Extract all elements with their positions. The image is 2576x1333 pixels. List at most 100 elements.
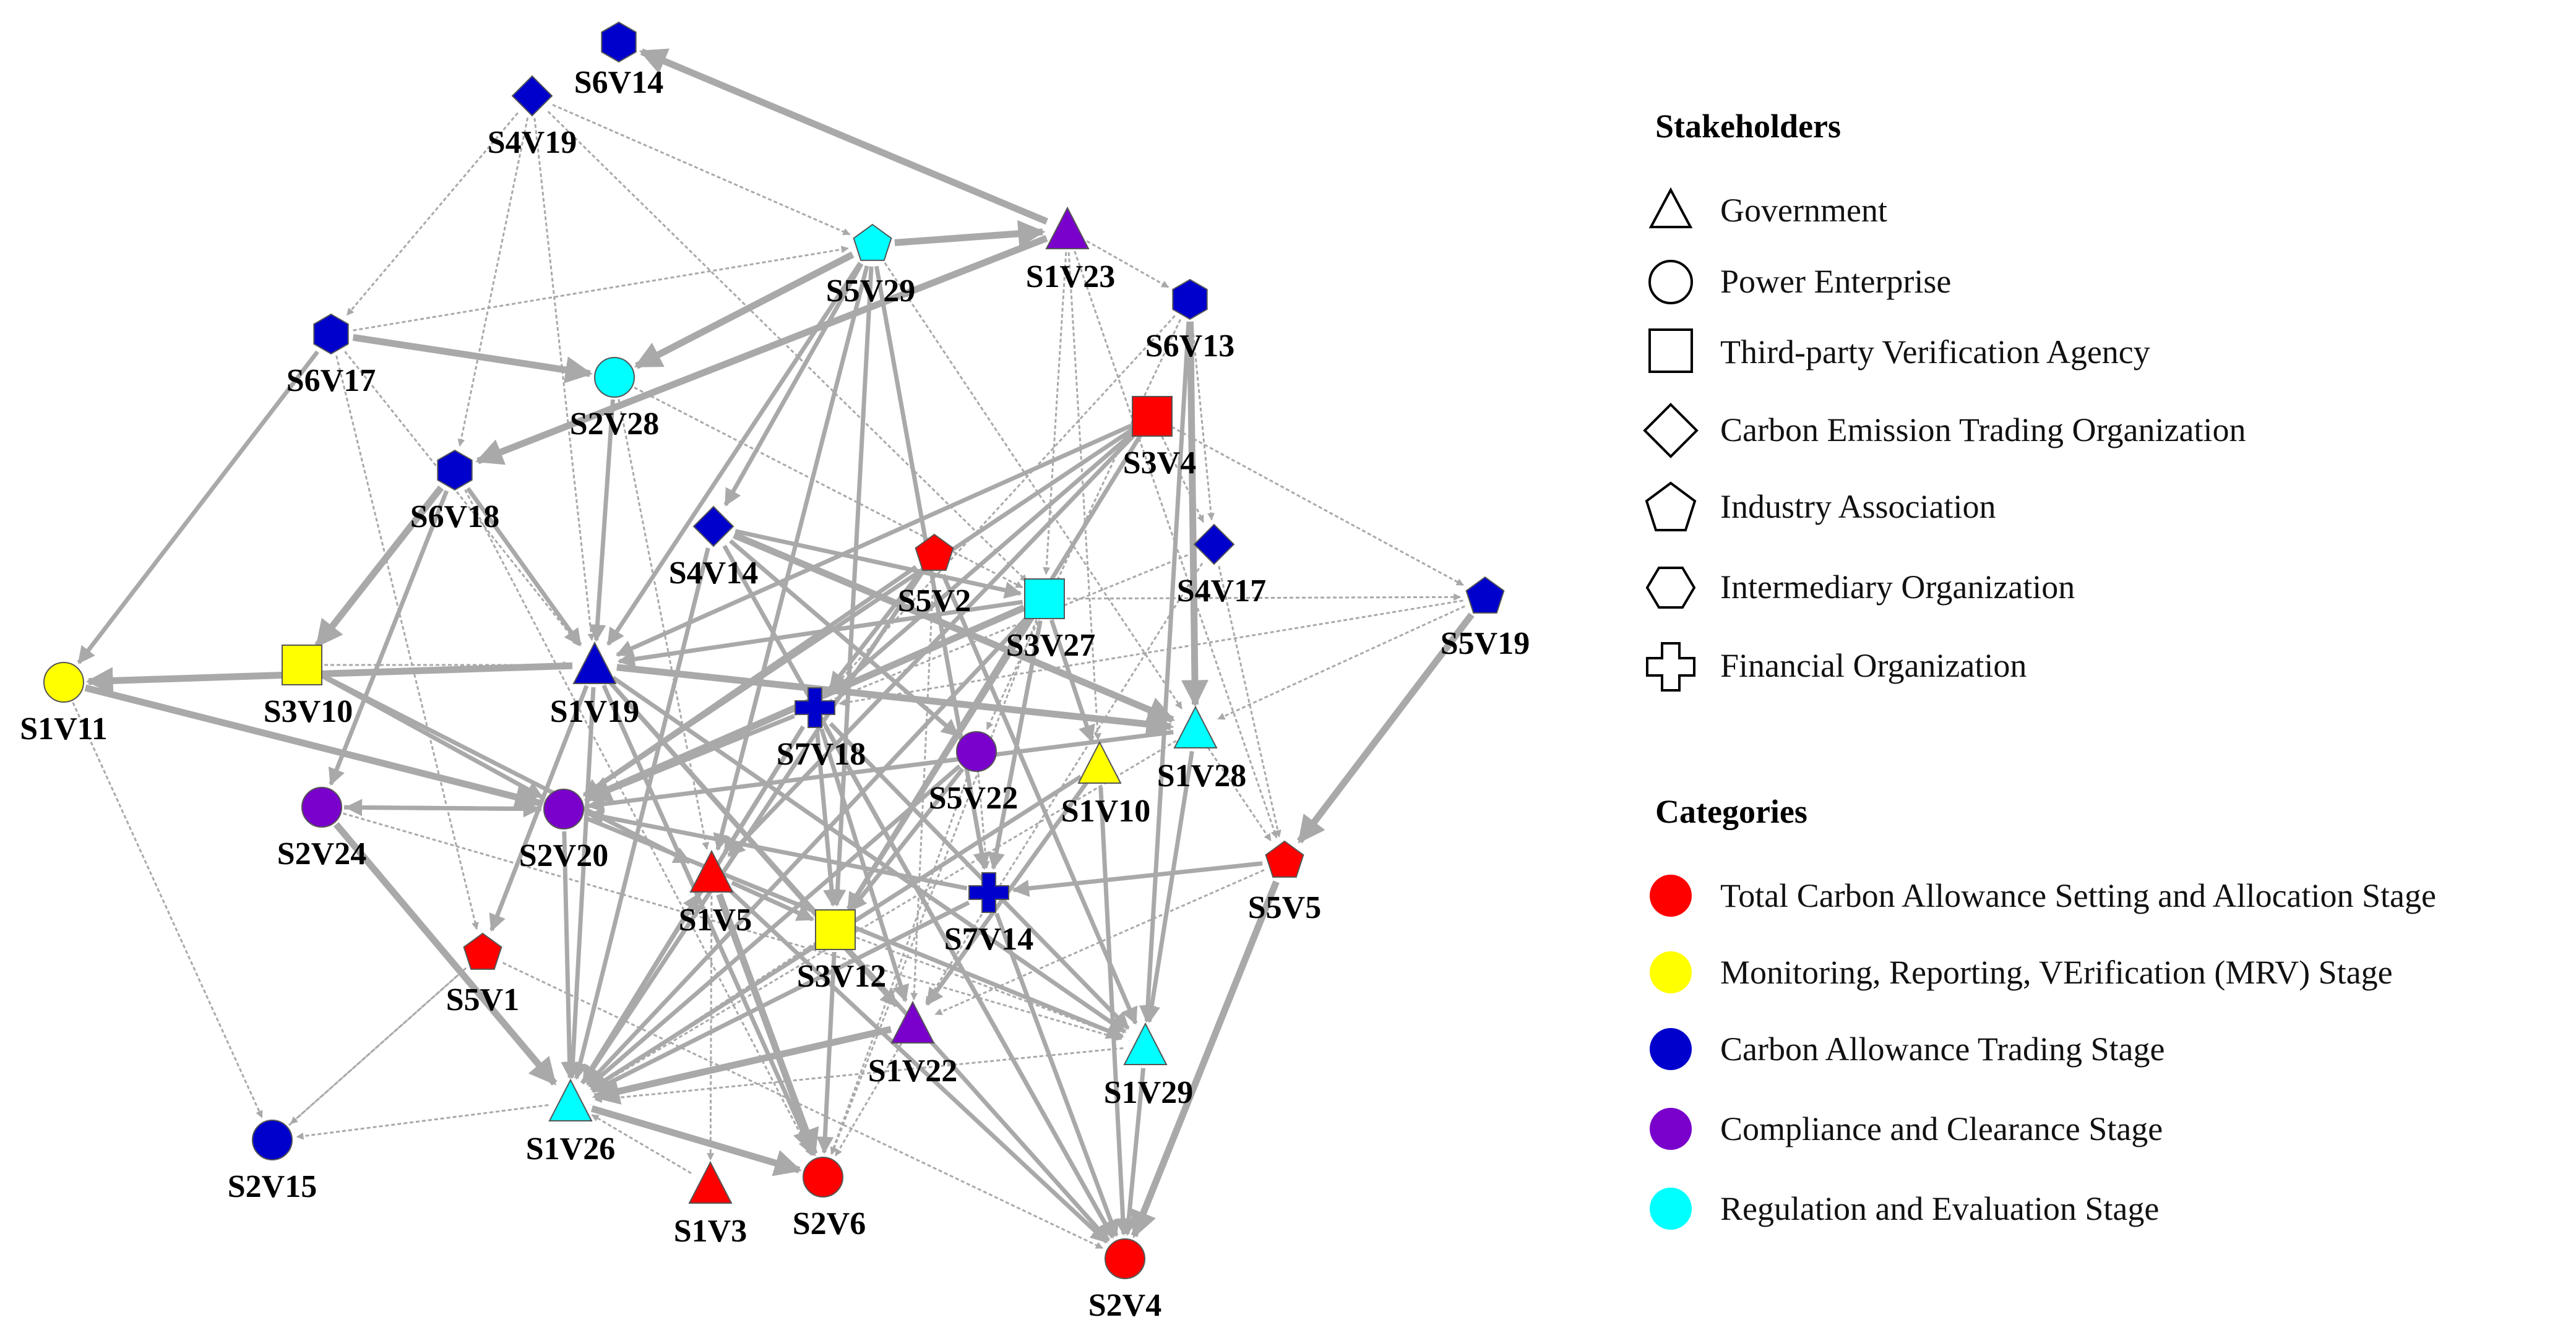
node-label: S5V19 <box>1441 626 1530 661</box>
edge-S5V2-S1V29 <box>941 573 1138 1025</box>
node-label: S3V12 <box>797 959 886 994</box>
circle-node-icon <box>252 1120 293 1160</box>
legend-item-intermediary-organization: Intermediary Organization <box>1645 567 2075 609</box>
triangle-node-icon <box>890 1000 935 1044</box>
node-label: S1V10 <box>1061 794 1150 829</box>
legend-label-verification-agency: Third-party Verification Agency <box>1720 333 2150 371</box>
edge-S1V28-S5V5 <box>1207 747 1272 841</box>
edge-S1V19-S1V11 <box>85 662 573 695</box>
pentagon-node-icon <box>463 932 502 970</box>
diamond-node-icon <box>692 505 734 547</box>
edge-S6V17-S1V11 <box>77 350 319 664</box>
edge-S7V18-S2V20 <box>585 714 795 802</box>
legend-item-industry-association: Industry Association <box>1645 481 1996 531</box>
legend-yellow-dot-icon <box>1650 951 1692 993</box>
edge-S7V14-S2V4 <box>994 912 1119 1238</box>
edge-S1V28-S1V19 <box>618 664 1174 728</box>
edge-S4V19-S1V19 <box>533 118 595 641</box>
edge-S1V29-S2V4 <box>1120 1068 1146 1236</box>
node-label: S5V5 <box>1248 890 1321 925</box>
legend-label-intermediary-organization: Intermediary Organization <box>1720 568 2075 606</box>
diamond-node-icon <box>511 75 553 117</box>
legend-category-2: Monitoring, Reporting, VErification (MRV… <box>1650 951 2393 993</box>
node-label: S1V3 <box>674 1214 747 1249</box>
node-label: S1V5 <box>679 902 752 938</box>
hexagon-node-icon <box>313 313 349 355</box>
legend-stakeholders: Stakeholders Government Power Enterprise… <box>1643 108 2246 692</box>
edge-S4V17-S1V22 <box>925 562 1204 1005</box>
triangle-node-icon <box>1173 705 1218 748</box>
triangle-node-icon <box>572 641 617 684</box>
edge-S6V17-S1V19 <box>344 351 580 646</box>
node-S2V6: S2V6 <box>793 1157 866 1241</box>
node-label: S2V20 <box>519 838 608 873</box>
node-label: S1V23 <box>1026 259 1115 294</box>
hexagon-node-icon <box>1172 278 1208 320</box>
pentagon-node-icon <box>1465 576 1505 614</box>
edge-S1V23-S1V10 <box>1067 252 1101 741</box>
node-S6V13: S6V13 <box>1145 278 1234 364</box>
edge-S2V20-S1V26 <box>561 831 579 1079</box>
legend-label-power-enterprise: Power Enterprise <box>1720 263 1951 300</box>
legend-item-financial-organization: Financial Organization <box>1646 642 2027 692</box>
node-label: S6V17 <box>286 363 376 398</box>
edge-S2V28-S1V5 <box>618 399 710 850</box>
square-node-icon <box>1132 396 1173 437</box>
triangle-node-icon <box>1077 740 1122 784</box>
edge-S6V13-S1V28 <box>1181 321 1208 708</box>
legend-item-trading-organization: Carbon Emission Trading Organization <box>1643 403 2246 458</box>
legend-categories-title: Categories <box>1655 793 1807 830</box>
edge-S6V17-S5V29 <box>353 246 849 332</box>
node-S6V14: S6V14 <box>574 21 663 100</box>
node-label: S3V4 <box>1123 445 1196 481</box>
legend-pentagon-icon <box>1645 481 1697 531</box>
edge-S5V29-S2V28 <box>634 251 855 369</box>
edge-S1V23-S6V18 <box>475 234 1048 465</box>
node-label: S5V22 <box>929 781 1018 816</box>
edge-S7V14-S2V20 <box>586 808 968 891</box>
node-S1V3: S1V3 <box>674 1160 747 1249</box>
edge-S6V17-S5V1 <box>335 355 479 930</box>
edge-S1V22-S2V6 <box>835 1043 903 1157</box>
node-label: S5V29 <box>826 273 915 309</box>
edge-S4V17-S5V5 <box>1218 565 1282 838</box>
pentagon-node-icon <box>915 533 954 571</box>
node-S3V10: S3V10 <box>264 645 353 729</box>
legend-item-verification-agency: Third-party Verification Agency <box>1648 328 2150 373</box>
node-S7V18: S7V18 <box>777 687 866 772</box>
node-label: S5V2 <box>898 583 971 619</box>
edge-S5V19-S5V5 <box>1296 612 1475 844</box>
node-S5V5: S5V5 <box>1248 840 1321 925</box>
edge-S5V2-S1V26 <box>582 572 924 1084</box>
diamond-node-icon <box>1193 523 1235 565</box>
circle-node-icon <box>803 1157 843 1198</box>
edge-S2V28-S1V19 <box>588 399 615 642</box>
edge-S6V18-S2V24 <box>328 490 449 786</box>
edge-S6V13-S1V29 <box>1139 321 1191 1023</box>
triangle-node-icon <box>689 849 734 893</box>
node-S6V17: S6V17 <box>286 313 376 398</box>
circle-node-icon <box>543 789 584 829</box>
edge-S2V28-S3V27 <box>634 387 1023 589</box>
edge-S7V18-S2V4 <box>824 726 1115 1239</box>
node-S3V27: S3V27 <box>1006 578 1095 663</box>
legend-cyan-dot-icon <box>1650 1188 1692 1230</box>
edge-S4V14-S1V26 <box>572 547 710 1080</box>
node-label: S7V18 <box>777 737 866 772</box>
edge-S3V12-S1V29 <box>856 937 1123 1039</box>
legend-label-category-2: Monitoring, Reporting, VErification (MRV… <box>1720 954 2393 991</box>
legend-cross-icon <box>1646 642 1695 692</box>
edge-S4V14-S3V27 <box>734 529 1022 599</box>
legend-triangle-icon <box>1648 187 1693 228</box>
node-S3V12: S3V12 <box>797 909 886 994</box>
node-S2V24: S2V24 <box>277 787 366 872</box>
edge-S3V4-S1V19 <box>615 423 1133 657</box>
triangle-node-icon <box>688 1160 733 1204</box>
edge-S3V10-S1V5 <box>321 673 691 865</box>
legend-categories: Categories Total Carbon Allowance Settin… <box>1650 793 2436 1230</box>
node-label: S4V14 <box>669 555 758 591</box>
edge-S7V18-S1V5 <box>723 725 805 854</box>
node-S1V29: S1V29 <box>1104 1022 1193 1110</box>
node-label: S3V10 <box>264 694 353 729</box>
edge-S1V19-S1V29 <box>611 675 1127 1034</box>
